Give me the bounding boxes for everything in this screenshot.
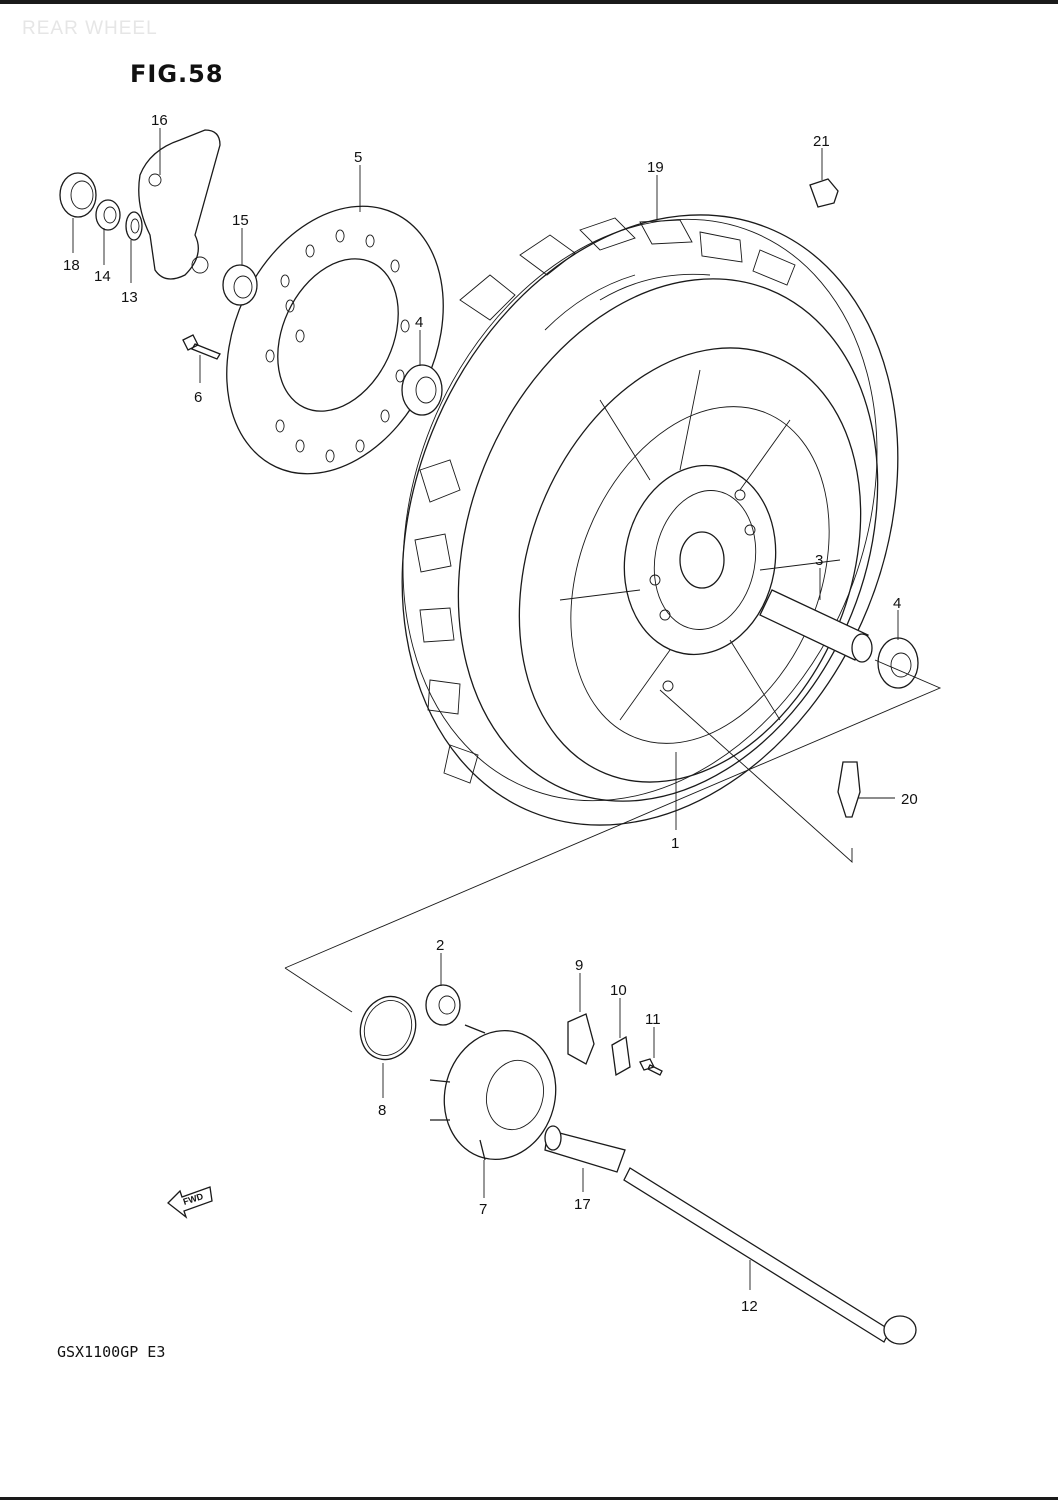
bolt-11-drawing	[639, 1058, 663, 1076]
callout-7: 7	[479, 1201, 487, 1218]
callout-8: 8	[378, 1102, 386, 1119]
callout-2: 2	[436, 937, 444, 954]
callout-5: 5	[354, 149, 362, 166]
bearing-4-lower-drawing	[877, 637, 919, 689]
callout-4-lower: 4	[893, 595, 901, 612]
callout-18: 18	[63, 257, 80, 274]
callout-9: 9	[575, 957, 583, 974]
part-number-callouts: 16 5 19 21 15 18 14 13 6 4 3 4 20 1 2 9 …	[63, 112, 918, 1315]
model-code: GSX1100GP E3	[57, 1343, 166, 1361]
tire-drawing	[401, 214, 899, 826]
callout-12: 12	[741, 1298, 758, 1315]
spacer-15-drawing	[222, 264, 258, 306]
clip-21-drawing	[809, 178, 839, 208]
bottom-border	[0, 1497, 1058, 1500]
callout-4-upper: 4	[415, 314, 423, 331]
caliper-bracket-drawing	[138, 129, 221, 280]
callout-6: 6	[194, 389, 202, 406]
bearing-2-drawing	[425, 984, 461, 1026]
axle-12-drawing	[623, 1167, 917, 1345]
figure-label: FIG.58	[130, 60, 224, 88]
callout-17: 17	[574, 1196, 591, 1213]
top-border	[0, 0, 1058, 4]
callout-14: 14	[94, 268, 111, 285]
valve-20-drawing	[837, 761, 861, 818]
washer-13-drawing	[125, 211, 143, 241]
callout-10: 10	[610, 982, 627, 999]
spacer-3-drawing	[759, 589, 873, 663]
callout-13: 13	[121, 289, 138, 306]
bushing-18-drawing	[59, 172, 97, 218]
callout-11: 11	[645, 1011, 661, 1028]
bolt-6-drawing	[182, 334, 221, 360]
lock-plate-10-drawing	[611, 1035, 631, 1077]
leader-lines	[72, 128, 899, 1290]
faded-heading: REAR WHEEL	[22, 18, 158, 39]
callout-15: 15	[232, 212, 249, 229]
nut-14-drawing	[95, 199, 121, 231]
callout-21: 21	[813, 133, 830, 150]
sprocket-mount-7-drawing	[429, 1024, 557, 1161]
assembly-lines	[284, 659, 942, 1013]
wheel-rim-drawing	[518, 347, 862, 783]
bearing-4-upper-drawing	[401, 364, 443, 416]
spacer-17-drawing	[544, 1125, 626, 1173]
retainer-9-drawing	[567, 1013, 595, 1065]
brake-disc-drawing	[226, 205, 444, 475]
callout-1: 1	[671, 835, 679, 852]
callout-20: 20	[901, 791, 918, 808]
callout-16: 16	[151, 112, 168, 129]
o-ring-8-drawing	[359, 995, 417, 1061]
callout-19: 19	[647, 159, 664, 176]
fwd-arrow-icon: FWD	[167, 1186, 213, 1219]
callout-3: 3	[815, 552, 823, 569]
